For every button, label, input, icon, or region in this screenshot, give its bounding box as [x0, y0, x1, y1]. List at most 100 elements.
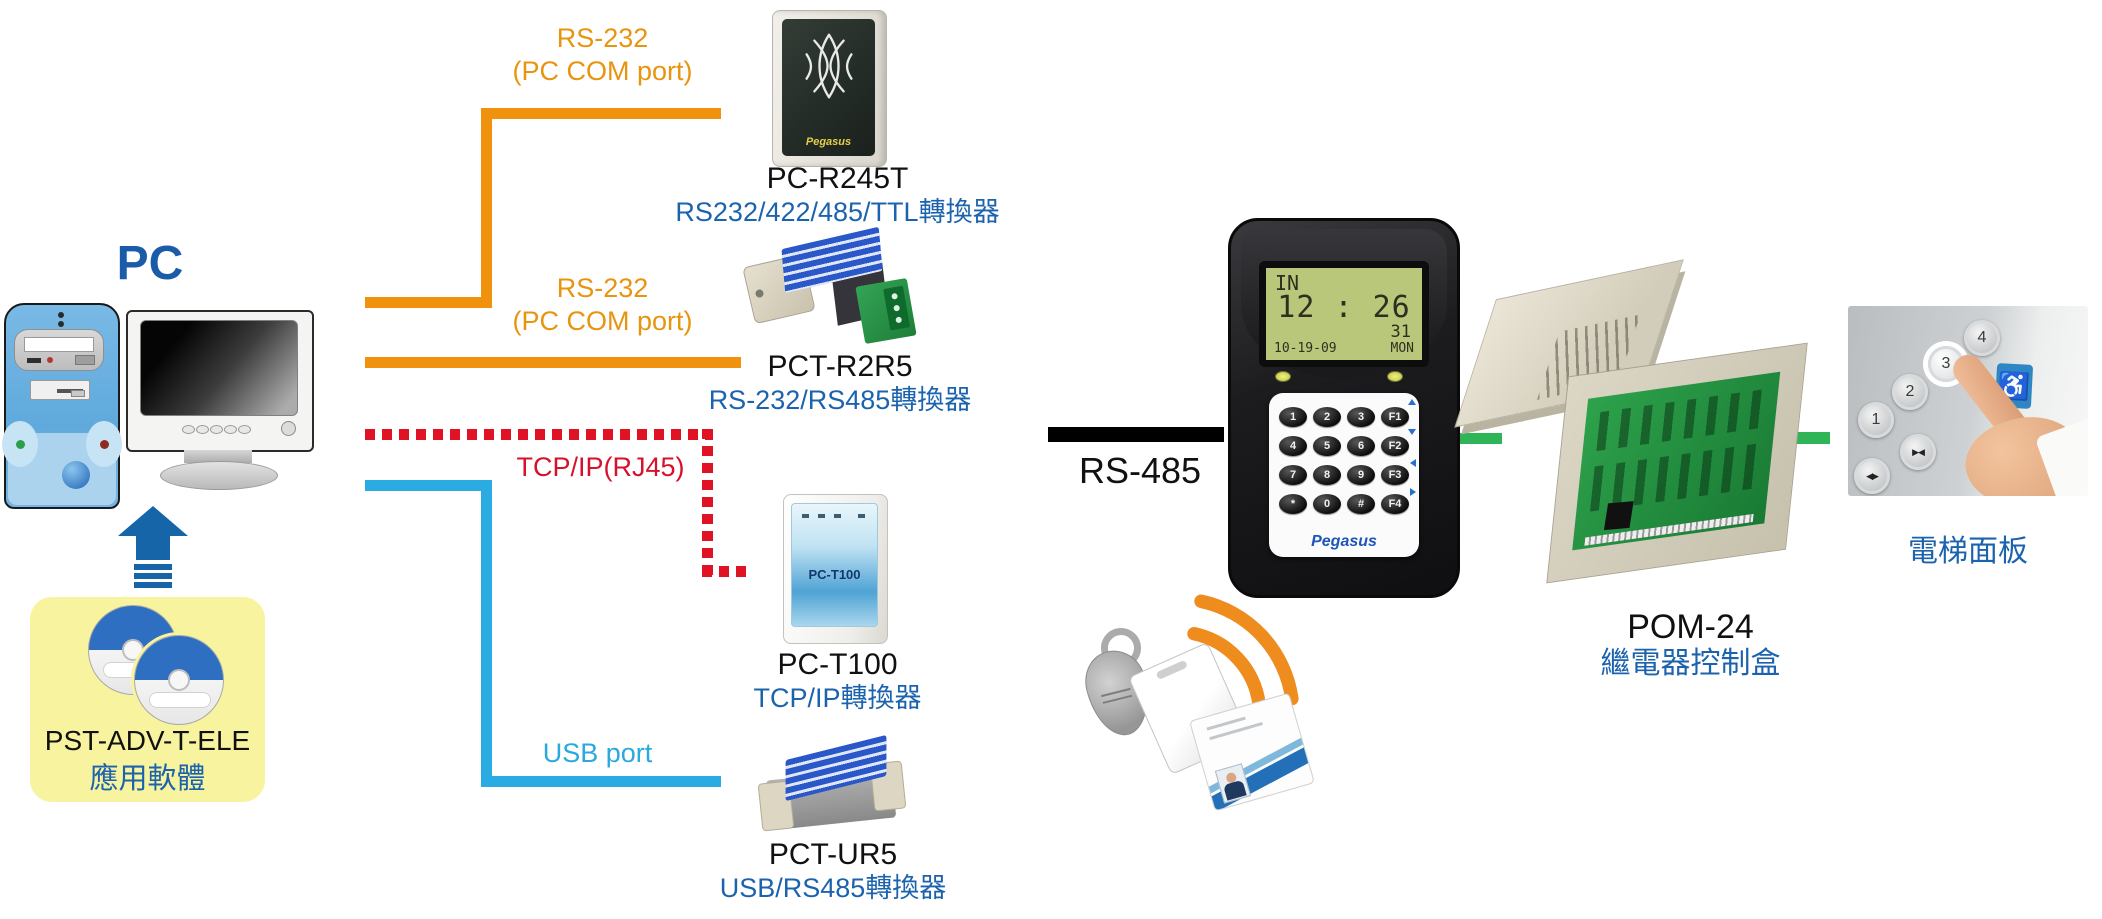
keypad-key: 3 [1347, 407, 1375, 427]
keypad-key: F4 [1381, 494, 1409, 514]
cd-drive-button [75, 355, 95, 365]
monitor-button [238, 425, 251, 434]
floppy-slot [57, 389, 83, 393]
upload-arrow-icon [118, 506, 188, 588]
t100-panel-label: PC-T100 [808, 567, 861, 583]
keypad-key: F1 [1381, 407, 1409, 427]
door-open-button: ◀▶ [1854, 458, 1890, 494]
cd-slot [24, 337, 94, 352]
t100-led [858, 514, 865, 518]
arrow-bar [134, 564, 172, 570]
lcd-frame: IN 12 : 26 31 10-19-09 MON [1259, 261, 1429, 367]
key-label: 9 [1357, 469, 1365, 481]
t100-led [834, 514, 841, 518]
key-label: 8 [1323, 469, 1331, 481]
terminal-block [883, 285, 911, 331]
keypad-key: 8 [1313, 465, 1341, 485]
keypad-key: 0 [1313, 494, 1341, 514]
elevator-panel-image: 1 2 3 4 ▶◀ ◀▶ ♿ [1848, 306, 2088, 496]
key-label: F3 [1388, 469, 1402, 481]
status-led [1387, 371, 1403, 382]
green-link-left [1450, 433, 1502, 444]
lcd-mode: IN [1275, 271, 1300, 295]
rs232-line-top-a [365, 297, 492, 308]
converter-model: PC-T100 [777, 648, 898, 681]
keypad-key: 6 [1347, 436, 1375, 456]
arrow-right-icon [1410, 488, 1416, 496]
keypad-key: 1 [1279, 407, 1307, 427]
rs232-label-mid: RS-232 (PC COM port) [500, 272, 705, 338]
keypad-key: 5 [1313, 436, 1341, 456]
elevator-button-1: 1 [1858, 402, 1894, 438]
software-box: PST-ADV-T-ELE 應用軟體 [30, 597, 265, 802]
keypad-key: 2 [1313, 407, 1341, 427]
rs232-line-top-c [481, 108, 721, 119]
rs232-line-mid [365, 357, 741, 368]
converter-desc: RS232/422/485/TTL轉換器 [675, 197, 1000, 227]
controller-brand: Pegasus [1311, 533, 1377, 550]
tower-pod-left [2, 421, 38, 467]
key-label: 5 [1323, 440, 1331, 452]
arrow-head [118, 506, 188, 536]
monitor-stand-neck [184, 450, 252, 463]
button-label: 4 [1977, 329, 1987, 346]
reader-brand: Pegasus [805, 136, 852, 148]
usb-line-a [365, 480, 492, 491]
monitor-power-button [281, 421, 296, 436]
cd-disc-icon [134, 635, 224, 725]
elevator-button-4: 4 [1964, 320, 2000, 356]
key-label: 0 [1323, 498, 1331, 510]
button-label: 1 [1871, 411, 1881, 428]
lcd-day: 31 [1390, 322, 1411, 342]
t100-led [818, 514, 825, 518]
key-label: F2 [1388, 440, 1402, 452]
keypad-key: * [1279, 494, 1307, 514]
arrow-left-icon [1410, 459, 1416, 467]
converter-model: PC-R245T [766, 162, 909, 195]
monitor-button [196, 425, 209, 434]
elevator-button-2: 2 [1892, 374, 1928, 410]
keypad-key: 9 [1347, 465, 1375, 485]
arrow-down-icon [1408, 429, 1416, 435]
software-name: PST-ADV-T-ELE [44, 725, 251, 756]
key-label: 7 [1289, 469, 1297, 481]
rs232-line-top-b [481, 108, 492, 308]
rs232-label-mid-line2: (PC COM port) [512, 306, 693, 336]
power-led [16, 440, 25, 449]
pom24-label: POM-24 繼電器控制盒 [1578, 608, 1803, 682]
door-close-icon: ▶◀ [1912, 446, 1925, 457]
door-open-icon: ◀▶ [1866, 470, 1879, 481]
relay-pcb [1572, 371, 1781, 551]
key-label: * [1290, 498, 1296, 510]
rs485-label: RS-485 [1078, 450, 1202, 491]
pc-title: PC [116, 237, 184, 290]
hdd-led [100, 440, 109, 449]
floppy-eject [71, 390, 85, 397]
keypad-key: F2 [1381, 436, 1409, 456]
relay-row [1595, 388, 1766, 452]
relay-box-desc: 繼電器控制盒 [1600, 647, 1781, 680]
elevator-label: 電梯面板 [1908, 535, 2028, 568]
pct-r2r5-image [742, 226, 917, 348]
door-close-button: ▶◀ [1900, 434, 1936, 470]
relay-box-model: POM-24 [1627, 608, 1754, 646]
key-label: F4 [1388, 498, 1402, 510]
monitor-stand-base [160, 461, 278, 490]
usb-line-c [481, 776, 721, 787]
button-label: 2 [1905, 383, 1915, 400]
rs232-label-mid-line1: RS-232 [556, 273, 649, 303]
key-label: 1 [1289, 411, 1297, 423]
arrow-bar [134, 582, 172, 588]
key-label: 4 [1289, 440, 1297, 452]
key-label: 2 [1323, 411, 1331, 423]
pct-r2r5-label: PCT-R2R5 RS-232/RS485轉換器 [690, 350, 990, 416]
button-label: 3 [1941, 355, 1951, 372]
status-led [1275, 371, 1291, 382]
t100-led [802, 514, 809, 518]
arrow-bar [134, 573, 172, 579]
rs232-label-top-line1: RS-232 [556, 23, 649, 53]
access-controller-image: IN 12 : 26 31 10-19-09 MON 1 2 3 F1 4 5 … [1228, 218, 1460, 598]
keypad-key: 7 [1279, 465, 1307, 485]
pc-r245t-image: Pegasus [772, 10, 887, 167]
